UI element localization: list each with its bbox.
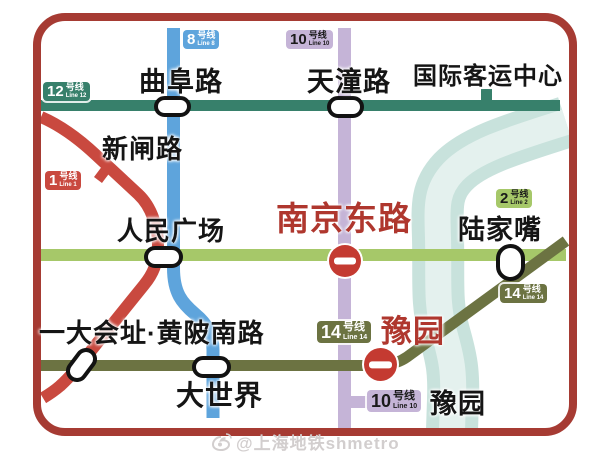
line-name-en: Line 12 (65, 93, 87, 99)
line-suffix: 号线 (343, 321, 366, 333)
watermark-handle: @上海地铁shmetro (236, 434, 400, 453)
line-suffix: 号线 (510, 189, 529, 199)
station-label-yuyuan-garden-line10: 豫园 (430, 389, 486, 419)
line-8 (167, 28, 220, 418)
station-marker-peoples-square (144, 246, 183, 268)
no-entry-bar (368, 360, 393, 369)
line-name-en: Line 8 (197, 41, 215, 47)
line-suffix: 号线 (65, 82, 84, 92)
line-number: 14 (321, 321, 342, 342)
huangpu-river-highlight (424, 109, 570, 431)
xinzha-road-tick (93, 161, 115, 183)
line-number: 10 (290, 30, 307, 48)
line-name-en: Line 2 (510, 200, 528, 206)
line-name-en: Line 10 (393, 403, 418, 410)
line-suffix: 号线 (393, 390, 416, 402)
line-suffix: 号线 (59, 171, 78, 181)
no-entry-icon-east-nanjing-road (329, 245, 361, 277)
line-number: 14 (504, 284, 521, 302)
line-suffix: 号线 (197, 30, 216, 40)
line-number: 12 (47, 82, 64, 100)
station-label-east-nanjing-road: 南京东路 (276, 200, 412, 237)
no-entry-icon-yuyuan-garden (364, 348, 397, 381)
line-number: 8 (187, 30, 196, 48)
station-marker-tiantong-road (327, 96, 364, 118)
yuyuan-line10-tick (349, 396, 367, 408)
watermark: @上海地铁shmetro (212, 429, 400, 453)
intl-cruise-terminal-tick (481, 89, 492, 102)
station-label-yuyuan-garden: 豫园 (381, 314, 445, 349)
line-number: 10 (371, 390, 392, 411)
station-label-peoples-square: 人民广场 (117, 216, 226, 246)
line-name-en: Line 10 (308, 41, 330, 47)
station-label-qufu-road: 曲阜路 (139, 67, 223, 97)
line-suffix: 号线 (308, 30, 327, 40)
station-label-tiantong-road: 天潼路 (307, 67, 391, 97)
line-number: 2 (500, 189, 509, 207)
line-name-en: Line 14 (343, 334, 368, 341)
station-label-lujiazui: 陆家嘴 (458, 215, 542, 245)
line-suffix: 号线 (522, 284, 541, 294)
line-name-en: Line 1 (59, 182, 77, 188)
station-marker-lujiazui (496, 244, 525, 281)
map-frame-border (33, 13, 577, 436)
no-entry-bar (333, 257, 357, 265)
line-number: 1 (49, 171, 58, 189)
station-label-international-cruise-terminal: 国际客运中心 (413, 63, 563, 90)
line-name-en: Line 14 (522, 295, 544, 301)
station-label-xinzha-road: 新闸路 (102, 134, 184, 164)
station-marker-qufu-road (154, 96, 191, 117)
station-label-dashijie: 大世界 (176, 380, 264, 411)
weibo-icon (212, 432, 232, 451)
station-label-first-cpc-site-huangpi-road: 一大会址·黄陂南路 (39, 318, 265, 348)
station-marker-dashijie (192, 356, 231, 378)
